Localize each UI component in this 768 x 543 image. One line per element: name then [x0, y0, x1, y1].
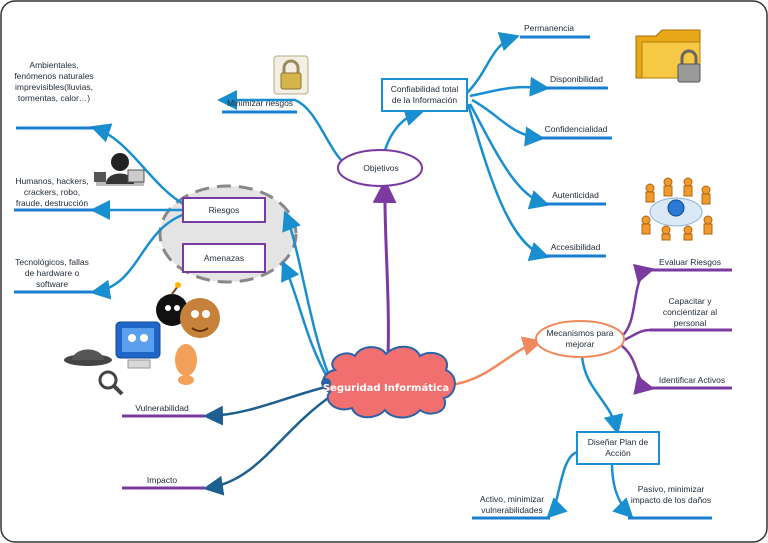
edge-center-riesgos [282, 210, 332, 379]
riesgo-ambiental-label: Ambientales, fenómenos naturales imprevi… [14, 60, 94, 103]
accesibilidad-label: Accesibilidad [550, 242, 601, 252]
threats-clipart-icon [64, 282, 220, 396]
center-dot [321, 378, 331, 388]
edges-riesgos-items [90, 123, 186, 300]
edge-objetivos-minimizar [217, 90, 353, 170]
disponibilidad-label: Disponibilidad [550, 74, 603, 84]
pasivo-label: Pasivo, minimizar impacto de los daños [630, 484, 712, 505]
riesgo-humano-label: Humanos, hackers, crackers, robo, fraude… [15, 176, 89, 208]
objetivos-node-shape [337, 149, 423, 187]
minimizar-riesgos-label: Minimizar riesgos [226, 98, 294, 108]
objetivos-node: Objetivos [363, 162, 399, 173]
capacitar-label: Capacitar y concientizar al personal [662, 296, 718, 328]
folder-lock-icon [635, 29, 701, 83]
edge-plan-pasivo [610, 462, 634, 519]
vulnerabilidad-label: Vulnerabilidad [135, 403, 189, 413]
confiabilidad-node: Confiabilidad total de la Información [381, 78, 468, 112]
confidencialidad-label: Confidencialidad [544, 124, 608, 134]
padlock-icon [273, 55, 309, 95]
autenticidad-label: Autenticidad [552, 190, 599, 200]
center-topic: Seguridad Informática [322, 382, 450, 394]
amenazas-node: Amenazas [182, 243, 266, 273]
edge-objetivos-confiabilidad [383, 106, 425, 151]
identificar-activos-label: Identificar Activos [658, 375, 726, 385]
edge-mecanismos-plan [580, 355, 624, 435]
riesgos-node: Riesgos [182, 197, 266, 223]
permanencia-label: Permanencia [523, 23, 575, 33]
edges-confiabilidad-items [465, 32, 550, 262]
edge-center-mecanismos [449, 336, 543, 387]
impacto-label: Impacto [146, 475, 178, 485]
purple-underlines [122, 268, 732, 490]
riesgo-tecnologico-label: Tecnológicos, fallas de hardware o softw… [15, 257, 89, 289]
mecanismos-node-shape [535, 320, 625, 358]
plan-accion-node: Diseñar Plan de Acción [576, 431, 660, 465]
edge-plan-activo [546, 450, 579, 519]
activo-label: Activo, minimizar vulnerabilidades [479, 494, 545, 515]
blue-underlines [14, 35, 712, 520]
edge-center-objetivos [372, 179, 397, 356]
edge-center-impacto [203, 392, 335, 496]
network-people-icon [641, 177, 713, 241]
edges-mecanismos-items [621, 263, 655, 395]
edge-center-vulnerabilidad [203, 384, 331, 426]
edge-center-amenazas [281, 260, 332, 383]
center-cloud [321, 345, 456, 419]
mecanismos-node: Mecanismos para mejorar [546, 328, 614, 349]
evaluar-riesgos-label: Evaluar Riesgos [659, 257, 721, 267]
hacker-icon [94, 153, 145, 186]
